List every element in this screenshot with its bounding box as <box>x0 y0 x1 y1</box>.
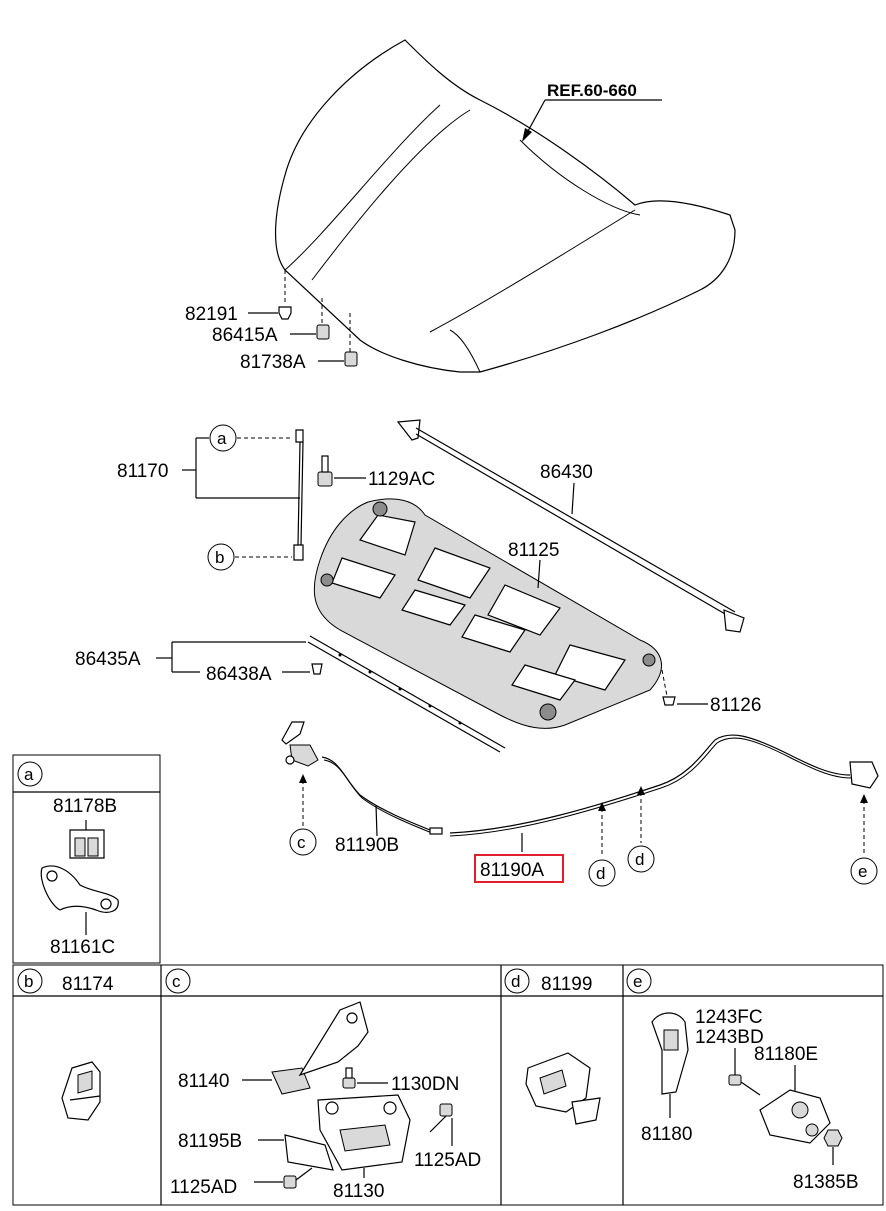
label-81195B: 81195B <box>178 1131 242 1152</box>
release-cable-81190A <box>449 734 879 837</box>
label-81126: 81126 <box>710 695 761 716</box>
label-1243BD: 1243BD <box>695 1027 764 1048</box>
label-86415A: 86415A <box>212 325 278 346</box>
label-1125AD-right: 1125AD <box>414 1150 481 1171</box>
svg-text:c: c <box>297 833 306 852</box>
label-81174: 81174 <box>62 974 114 995</box>
bracket-81180E <box>759 1089 831 1144</box>
detail-header-e: e <box>626 968 652 994</box>
bolt-1129AC <box>317 455 333 487</box>
label-1130DN: 1130DN <box>391 1074 459 1095</box>
callout-d-cable-1: d <box>588 859 616 887</box>
label-81130: 81130 <box>333 1181 384 1202</box>
bracket-81195B <box>284 1134 334 1171</box>
release-cable-81190B <box>321 756 443 835</box>
svg-text:d: d <box>511 972 520 991</box>
svg-text:d: d <box>596 864 605 883</box>
detail-header-d: d <box>504 968 530 994</box>
clamp-81199 <box>525 1052 601 1125</box>
handle-81180 <box>651 1012 689 1095</box>
grommet-81178B <box>69 820 105 859</box>
label-1125AD-left: 1125AD <box>170 1177 237 1198</box>
label-81125: 81125 <box>508 540 559 561</box>
detail-header-c: c <box>165 968 191 994</box>
nut-81385B <box>823 1129 843 1147</box>
label-86430: 86430 <box>540 462 593 483</box>
label-86435A: 86435A <box>75 649 141 670</box>
svg-text:b: b <box>215 548 224 567</box>
clip-81174 <box>61 1061 101 1121</box>
label-81180: 81180 <box>641 1124 692 1145</box>
ref-label: REF.60-660 <box>547 81 637 100</box>
label-81161C: 81161C <box>50 937 115 958</box>
detail-box-a: a <box>12 754 161 964</box>
svg-text:d: d <box>635 850 644 869</box>
callout-b-top: b <box>207 543 235 571</box>
label-81738A: 81738A <box>240 352 306 373</box>
callout-c-cable: c <box>289 828 317 856</box>
handle-81140 <box>271 1001 369 1095</box>
seal-strip-86435A <box>307 635 506 753</box>
callout-d-cable-2: d <box>627 845 655 873</box>
bolt-1125AD-right <box>429 1103 453 1133</box>
label-81140: 81140 <box>178 1071 229 1092</box>
detail-strip-frame <box>12 964 884 1206</box>
svg-text:a: a <box>24 765 34 784</box>
hood-stay-rod <box>293 429 304 561</box>
svg-text:c: c <box>172 972 181 991</box>
svg-text:b: b <box>24 972 33 991</box>
bolt-1243 <box>728 1074 761 1096</box>
highlight-81190A <box>474 854 564 883</box>
label-81199: 81199 <box>541 974 592 995</box>
hood-latch-release-handle <box>281 721 319 767</box>
label-82191: 82191 <box>185 304 238 325</box>
hood-fasteners <box>278 270 358 367</box>
svg-text:e: e <box>633 972 642 991</box>
label-1243FC: 1243FC <box>695 1007 763 1028</box>
hood-insulator-81125 <box>313 498 662 729</box>
weatherstrip-86430 <box>396 419 745 633</box>
label-81180E: 81180E <box>754 1044 818 1065</box>
detail-header-b: b <box>17 968 43 994</box>
callout-e-cable: e <box>850 857 878 885</box>
label-81170: 81170 <box>117 461 168 482</box>
bracket-81161C <box>40 865 119 935</box>
bolt-1130DN <box>342 1067 356 1089</box>
label-81178B: 81178B <box>53 796 117 817</box>
label-81190A: 81190A <box>480 860 544 881</box>
callout-a-top: a <box>209 424 237 452</box>
svg-text:e: e <box>858 862 867 881</box>
label-81190B: 81190B <box>335 835 399 856</box>
latch-81130 <box>317 1094 411 1171</box>
svg-text:a: a <box>217 429 227 448</box>
label-1129AC: 1129AC <box>368 469 435 490</box>
bolt-1125AD-left <box>283 1167 313 1189</box>
clip-81126 <box>661 669 676 706</box>
hood-panel <box>274 39 736 373</box>
label-86438A: 86438A <box>206 664 272 685</box>
ref-leader <box>522 99 662 142</box>
label-81385B: 81385B <box>793 1172 859 1193</box>
